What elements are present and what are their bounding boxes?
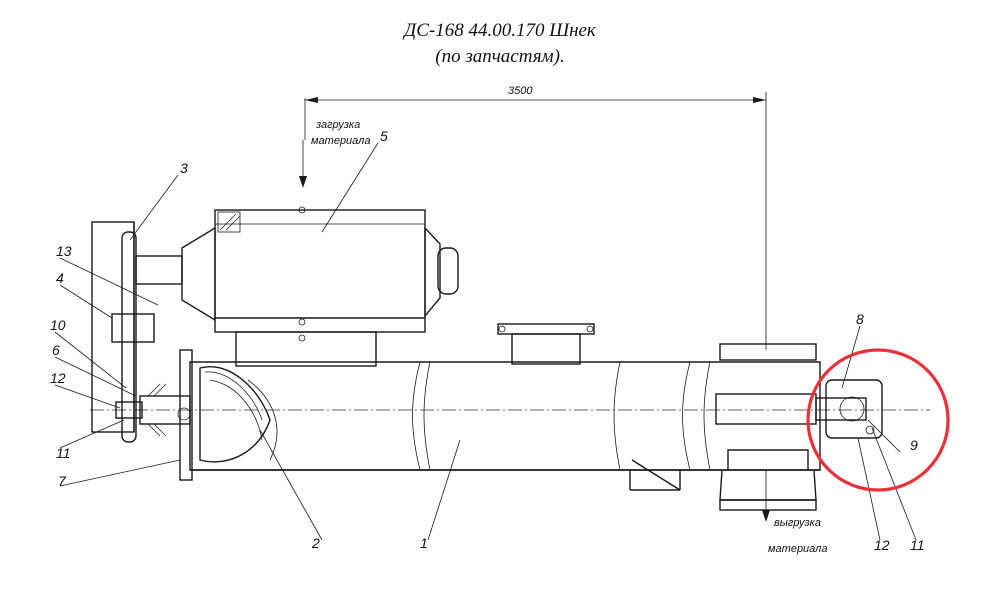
part-9: 9 <box>910 437 918 453</box>
drawing-subtitle: (по запчастям). <box>435 46 565 67</box>
part-4: 4 <box>56 270 64 286</box>
part-10: 10 <box>50 317 66 333</box>
part-11-right: 11 <box>910 537 925 553</box>
load-label-2: материала <box>311 135 371 147</box>
drive-plate <box>91 221 183 443</box>
part-11: 11 <box>56 445 71 461</box>
dimension-label: 3500 <box>508 85 533 97</box>
dimension-3500: 3500 <box>304 85 767 350</box>
part-5: 5 <box>380 128 388 144</box>
part-7: 7 <box>58 473 67 489</box>
highlight-circle <box>806 348 950 492</box>
part-1: 1 <box>420 535 428 551</box>
drawing-title: ДС-168 44.00.170 Шнек <box>404 20 596 41</box>
inspection-hatch <box>497 323 595 365</box>
left-end-assembly <box>115 349 278 481</box>
part-2: 2 <box>311 535 320 551</box>
unload-label-2: материала <box>768 543 828 555</box>
load-label-1: загрузка <box>315 119 360 131</box>
leader-lines <box>54 142 917 541</box>
part-8: 8 <box>856 311 864 327</box>
part-3: 3 <box>180 160 188 176</box>
gear-motor <box>181 206 459 367</box>
conveyor-trough <box>189 361 821 491</box>
part-6: 6 <box>52 342 60 358</box>
right-end-assembly: выгрузка материала <box>715 343 883 555</box>
unload-label-1: выгрузка <box>774 517 821 529</box>
part-12-right: 12 <box>874 537 890 553</box>
part-12: 12 <box>50 370 66 386</box>
part-13: 13 <box>56 243 72 259</box>
loading-arrow: загрузка материала <box>299 119 371 188</box>
